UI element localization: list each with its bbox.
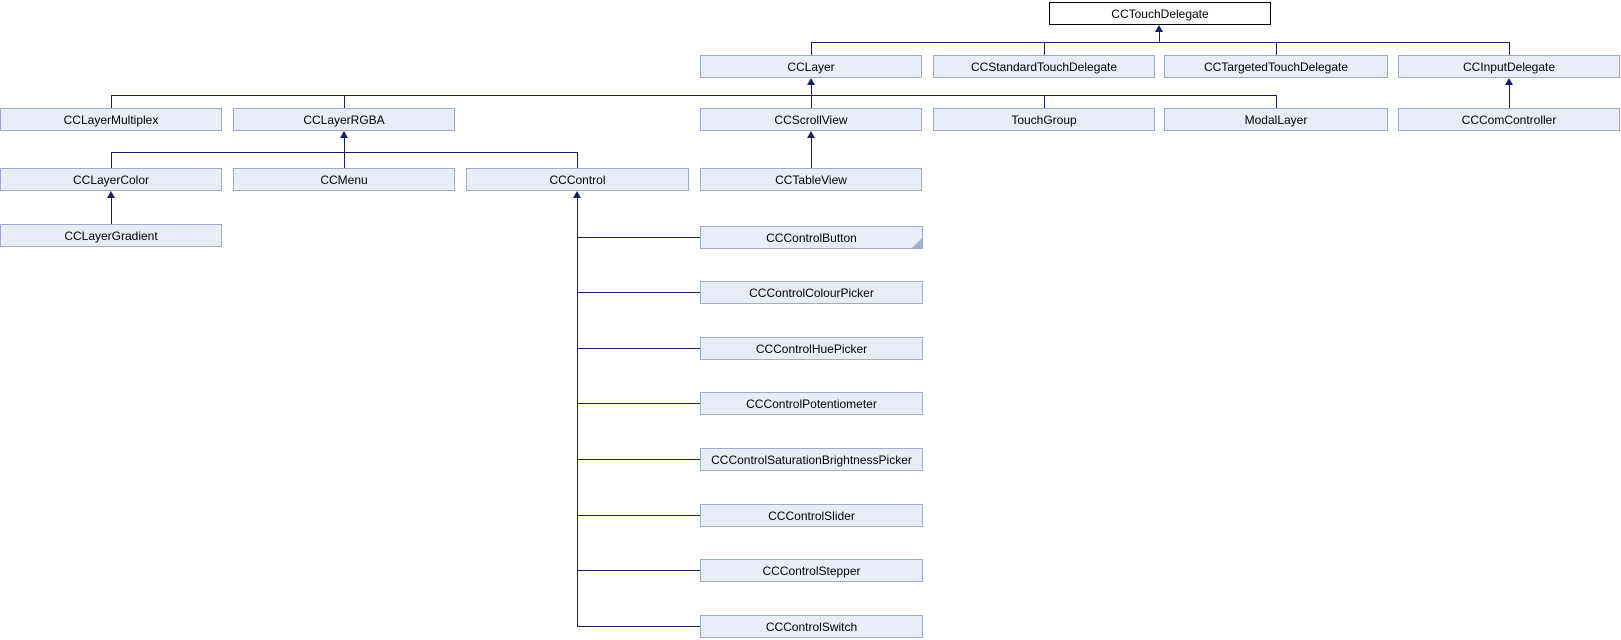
class-node-cccontrolbutton[interactable]: CCControlButton: [700, 226, 923, 249]
inheritance-edge-segment: [811, 42, 812, 55]
inheritance-edge-segment: [111, 95, 112, 108]
class-node-cccontrol[interactable]: CCControl: [466, 168, 689, 191]
inheritance-edge-segment: [344, 152, 345, 168]
class-node-cccontrolsaturationbrightnesspicker[interactable]: CCControlSaturationBrightnessPicker: [700, 448, 923, 471]
class-node-cclayerrgba[interactable]: CCLayerRGBA: [233, 108, 455, 131]
class-node-cctouchdelegate[interactable]: CCTouchDelegate: [1049, 2, 1271, 25]
inheritance-edge-segment: [811, 83, 812, 95]
arrowhead-up-icon: [107, 191, 115, 198]
arrowhead-up-icon: [573, 191, 581, 198]
class-node-label: ModalLayer: [1244, 112, 1308, 127]
class-node-cclayergradient[interactable]: CCLayerGradient: [0, 224, 222, 247]
class-node-label: CCMenu: [320, 172, 368, 187]
inheritance-edge-segment: [577, 237, 700, 238]
inheritance-edge-segment: [811, 136, 812, 168]
class-node-label: CCLayer: [787, 59, 835, 74]
arrowhead-up-icon: [807, 131, 815, 138]
inheritance-edge-segment: [1276, 42, 1277, 55]
class-node-cctargetedtouchdelegate[interactable]: CCTargetedTouchDelegate: [1164, 55, 1388, 78]
class-node-cclayer[interactable]: CCLayer: [700, 55, 922, 78]
class-node-touchgroup[interactable]: TouchGroup: [933, 108, 1155, 131]
inheritance-edge-segment: [1509, 42, 1510, 55]
class-node-cccontrolslider[interactable]: CCControlSlider: [700, 504, 923, 527]
inheritance-edge-segment: [344, 136, 345, 152]
class-node-label: CCStandardTouchDelegate: [970, 59, 1118, 74]
class-node-label: CCControlSwitch: [765, 619, 858, 634]
class-node-label: CCScrollView: [774, 112, 848, 127]
class-node-label: CCControlButton: [766, 230, 857, 245]
class-node-cccontrolpotentiometer[interactable]: CCControlPotentiometer: [700, 392, 923, 415]
inheritance-edge-segment: [577, 403, 700, 404]
arrowhead-up-icon: [1155, 25, 1163, 32]
class-node-label: CCLayerColor: [72, 172, 150, 187]
class-node-label: CCInputDelegate: [1462, 59, 1556, 74]
class-node-cctableview[interactable]: CCTableView: [700, 168, 922, 191]
class-node-cclayermultiplex[interactable]: CCLayerMultiplex: [0, 108, 222, 131]
fold-corner-icon: [912, 238, 922, 248]
class-node-cclayercolor[interactable]: CCLayerColor: [0, 168, 222, 191]
class-node-cccomcontroller[interactable]: CCComController: [1398, 108, 1620, 131]
class-node-label: CCComController: [1461, 112, 1557, 127]
class-node-cccontrolhuepicker[interactable]: CCControlHuePicker: [700, 337, 923, 360]
inheritance-edge-segment: [111, 196, 112, 224]
inheritance-edge-segment: [1044, 42, 1045, 55]
inheritance-edge-segment: [577, 626, 700, 627]
inheritance-edge-segment: [811, 42, 1510, 43]
arrowhead-up-icon: [807, 78, 815, 85]
class-node-label: TouchGroup: [1011, 112, 1077, 127]
inheritance-edge-segment: [577, 292, 700, 293]
class-node-ccinputdelegate[interactable]: CCInputDelegate: [1398, 55, 1620, 78]
inheritance-edge-segment: [577, 570, 700, 571]
inheritance-edge-segment: [1509, 83, 1510, 108]
class-node-label: CCControlSaturationBrightnessPicker: [711, 452, 912, 467]
class-node-cccontrolswitch[interactable]: CCControlSwitch: [700, 615, 923, 638]
inheritance-edge-segment: [577, 459, 700, 460]
class-node-label: CCControlColourPicker: [749, 285, 874, 300]
arrowhead-up-icon: [1505, 78, 1513, 85]
class-node-label: CCControlHuePicker: [755, 341, 868, 356]
inheritance-edge-segment: [1044, 95, 1045, 108]
class-node-label: CCLayerGradient: [64, 228, 158, 243]
class-node-cccontrolcolourpicker[interactable]: CCControlColourPicker: [700, 281, 923, 304]
class-node-label: CCTableView: [775, 172, 847, 187]
inheritance-edge-segment: [1276, 95, 1277, 108]
class-node-cccontrolstepper[interactable]: CCControlStepper: [700, 559, 923, 582]
inheritance-edge-segment: [811, 95, 812, 108]
class-node-label: CCControlStepper: [762, 563, 861, 578]
class-node-ccscrollview[interactable]: CCScrollView: [700, 108, 922, 131]
class-node-label: CCControlSlider: [768, 508, 855, 523]
class-node-label: CCLayerMultiplex: [63, 112, 159, 127]
class-node-label: CCControl: [549, 172, 606, 187]
arrowhead-up-icon: [340, 131, 348, 138]
inheritance-edge-segment: [577, 152, 578, 168]
inheritance-edge-segment: [111, 95, 1277, 96]
inheritance-edge-segment: [577, 196, 578, 627]
inheritance-edge-segment: [344, 95, 345, 108]
class-node-label: CCLayerRGBA: [303, 112, 385, 127]
class-node-label: CCTargetedTouchDelegate: [1203, 59, 1349, 74]
inheritance-edge-segment: [577, 348, 700, 349]
class-node-label: CCTouchDelegate: [1111, 6, 1209, 21]
inheritance-edge-segment: [111, 152, 112, 168]
class-node-modallayer[interactable]: ModalLayer: [1164, 108, 1388, 131]
class-node-ccstandardtouchdelegate[interactable]: CCStandardTouchDelegate: [933, 55, 1155, 78]
inheritance-edge-segment: [1159, 30, 1160, 43]
class-node-ccmenu[interactable]: CCMenu: [233, 168, 455, 191]
inheritance-edge-segment: [577, 515, 700, 516]
class-node-label: CCControlPotentiometer: [746, 396, 877, 411]
